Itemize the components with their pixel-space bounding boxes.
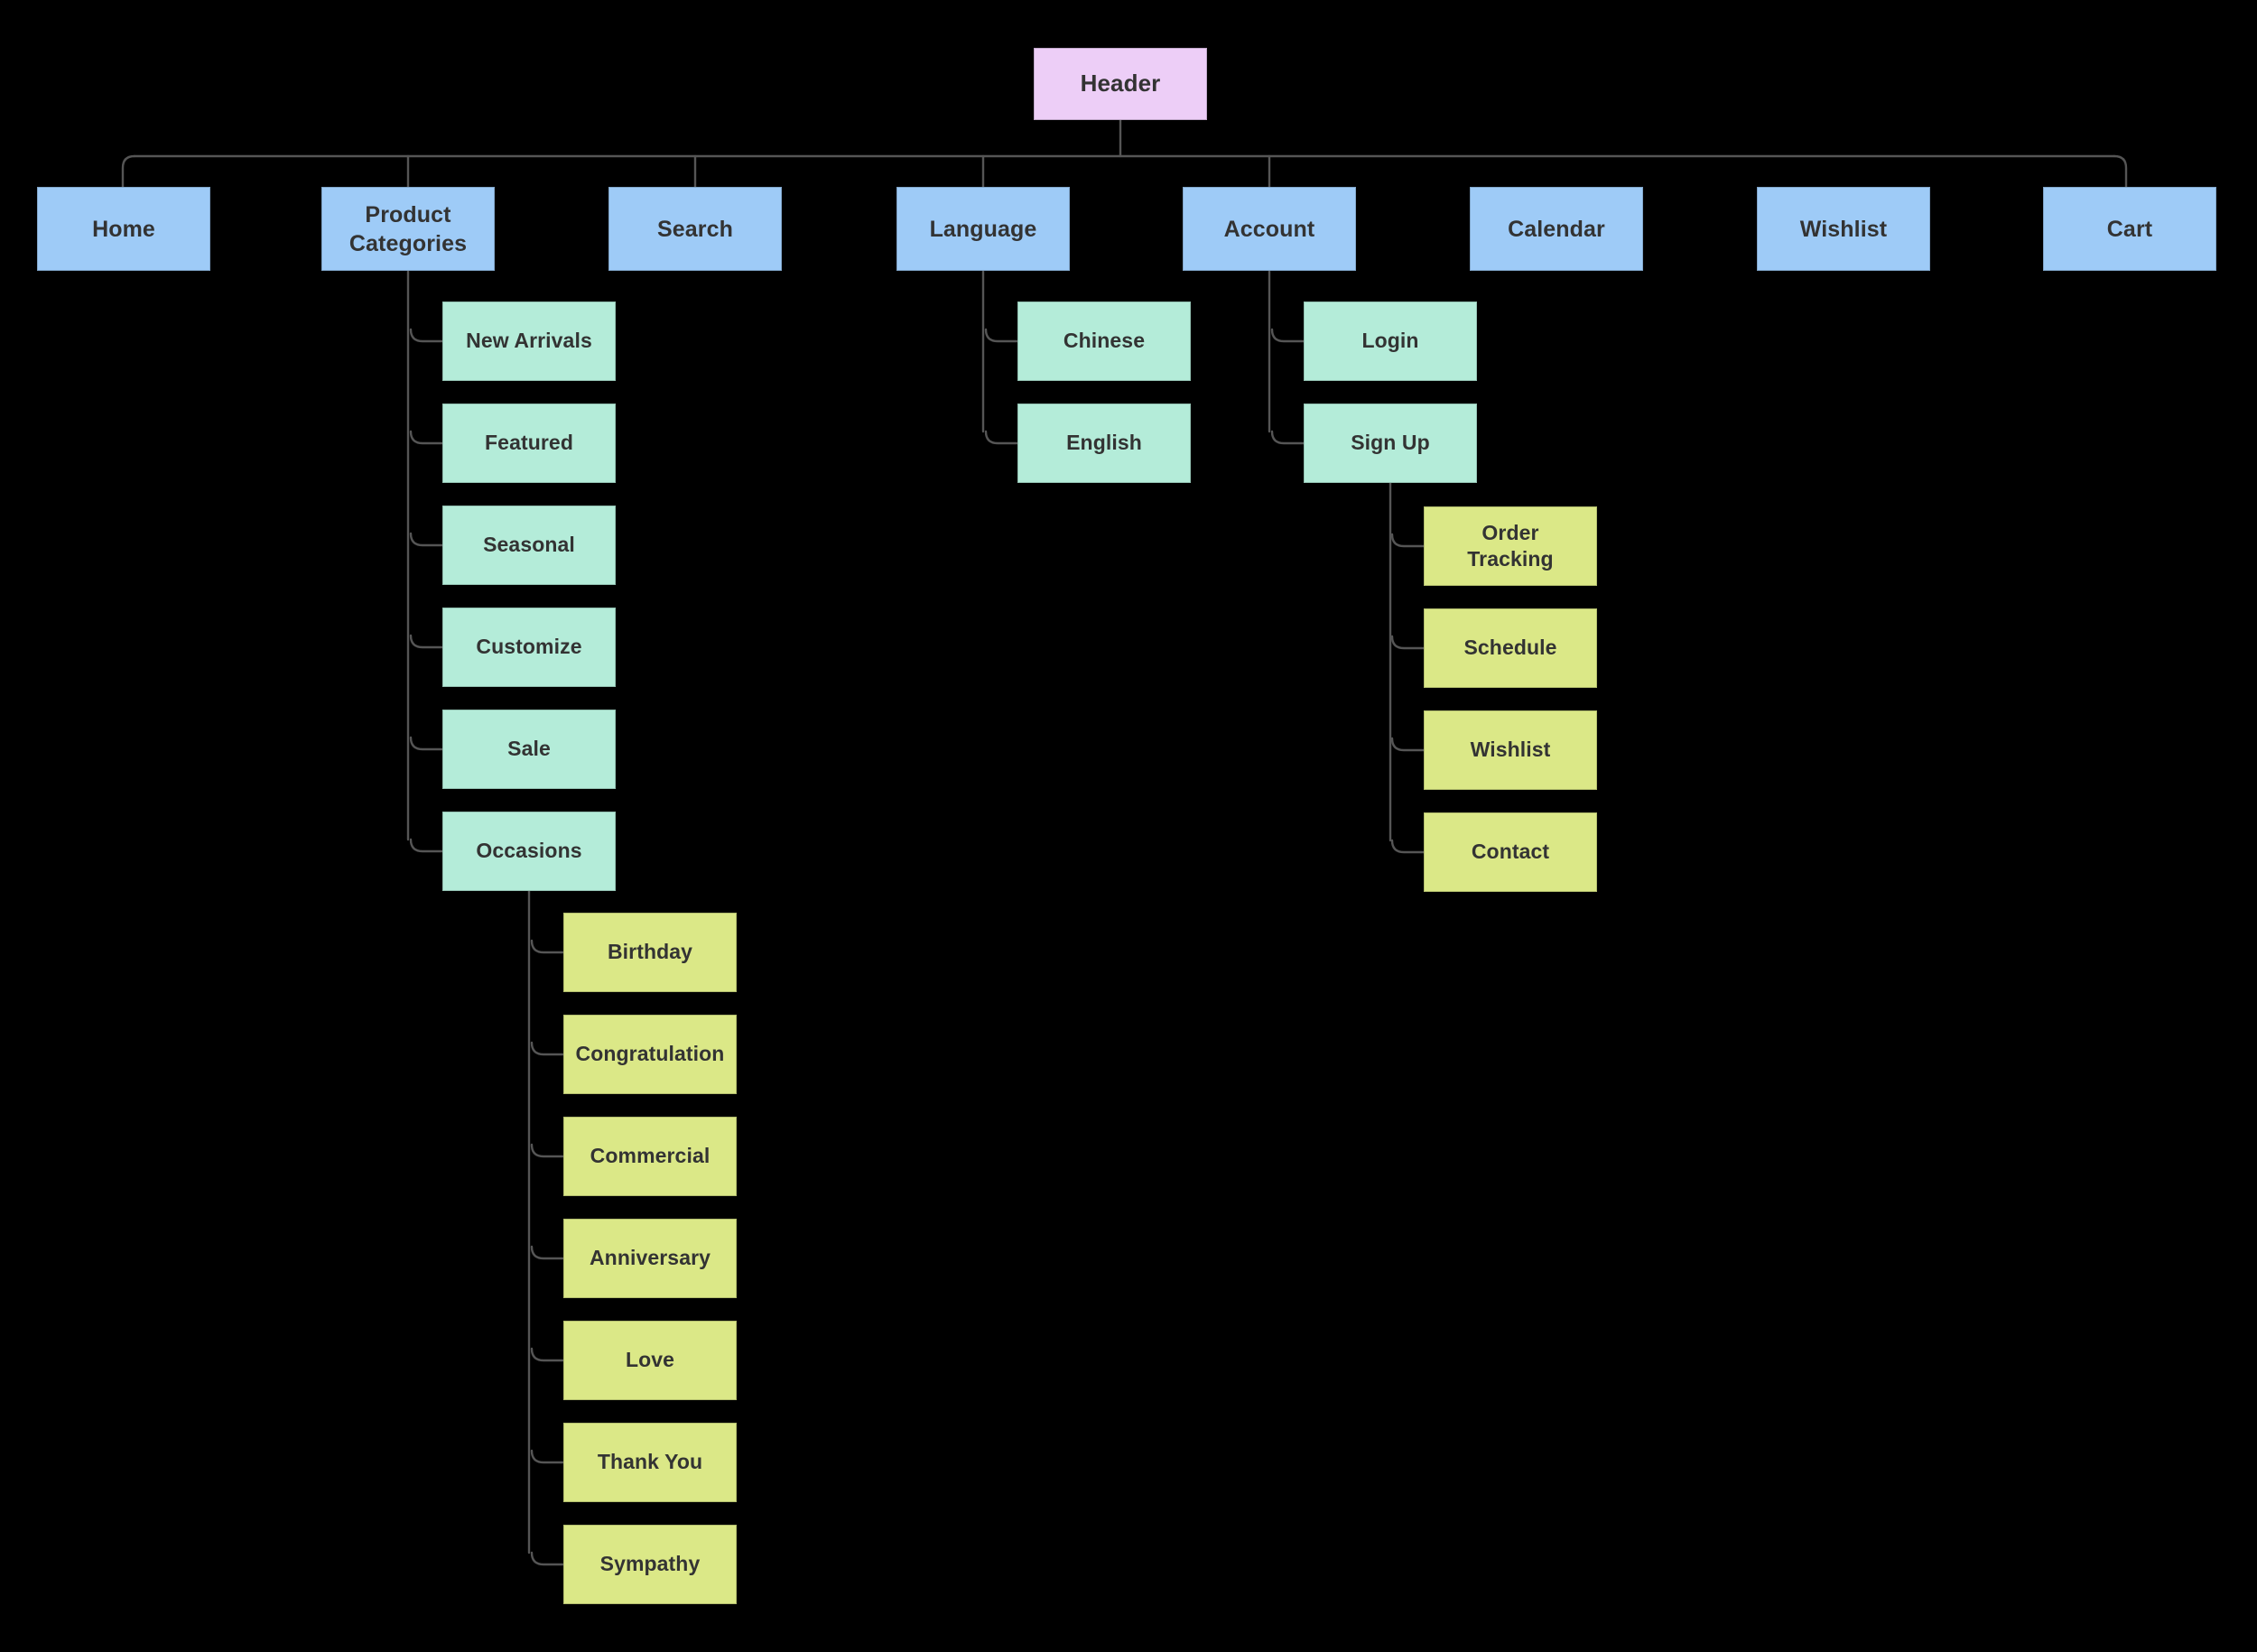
sitemap-node-label: Commercial — [590, 1144, 711, 1168]
sitemap-node-label: Love — [625, 1348, 675, 1372]
wire-elbow-signup-to — [1390, 533, 1426, 548]
wire-bus-left-cap — [121, 154, 136, 189]
sitemap-node-commercial[interactable]: Commercial — [563, 1117, 737, 1196]
wire-elbow-product-to — [409, 430, 444, 445]
sitemap-node-label: Login — [1361, 329, 1419, 353]
sitemap-node-label: Chinese — [1063, 329, 1146, 353]
wire-elbow-language-to — [984, 430, 1019, 445]
wire-elbow-signup-to — [1390, 839, 1426, 854]
sitemap-node-label: Occasions — [476, 839, 582, 863]
sitemap-node-label: Birthday — [607, 940, 693, 964]
sitemap-node-label: Anniversary — [589, 1246, 711, 1270]
sitemap-node-congratulation[interactable]: Congratulation — [563, 1015, 737, 1094]
sitemap-node-label: Account — [1223, 216, 1315, 242]
sitemap-node-search[interactable]: Search — [608, 187, 782, 271]
sitemap-node-label: Cart — [2106, 216, 2153, 242]
sitemap-node-anniversary[interactable]: Anniversary — [563, 1219, 737, 1298]
wire-elbow-occasions-to — [530, 1347, 565, 1362]
sitemap-node-label: New Arrivals — [466, 329, 592, 353]
wire-elbow-signup-to — [1390, 737, 1426, 752]
sitemap-node-label: Schedule — [1463, 636, 1557, 660]
sitemap-node-order_tracking[interactable]: Order Tracking — [1424, 506, 1597, 586]
sitemap-node-label: Customize — [476, 635, 582, 659]
sitemap-node-label: Header — [1080, 70, 1161, 97]
sitemap-node-english[interactable]: English — [1017, 404, 1191, 483]
sitemap-node-new_arrivals[interactable]: New Arrivals — [442, 302, 616, 381]
wire-elbow-account-to — [1270, 328, 1305, 343]
sitemap-node-featured[interactable]: Featured — [442, 404, 616, 483]
wire-elbow-occasions-to — [530, 1551, 565, 1566]
sitemap-node-label: Featured — [485, 431, 573, 455]
wire-elbow-occasions-to — [530, 1143, 565, 1158]
wire-bus-right-cap — [2113, 154, 2128, 189]
sitemap-node-seasonal[interactable]: Seasonal — [442, 506, 616, 585]
wire-elbow-product-to — [409, 532, 444, 547]
sitemap-node-label: Sign Up — [1351, 431, 1430, 455]
sitemap-node-chinese[interactable]: Chinese — [1017, 302, 1191, 381]
sitemap-node-label: Home — [92, 216, 155, 242]
sitemap-node-schedule[interactable]: Schedule — [1424, 608, 1597, 688]
sitemap-node-signup[interactable]: Sign Up — [1304, 404, 1477, 483]
wire-elbow-occasions-to — [530, 1245, 565, 1260]
sitemap-node-label: Wishlist — [1470, 738, 1551, 762]
sitemap-node-label: English — [1066, 431, 1142, 455]
sitemap-node-label: Sympathy — [599, 1552, 701, 1576]
sitemap-node-header[interactable]: Header — [1034, 48, 1207, 120]
wire-elbow-product-to — [409, 736, 444, 751]
sitemap-node-cart[interactable]: Cart — [2043, 187, 2216, 271]
wire-elbow-occasions-to — [530, 1041, 565, 1056]
sitemap-node-label: Congratulation — [575, 1042, 725, 1066]
sitemap-node-label: Contact — [1471, 840, 1550, 864]
wire-elbow-signup-to — [1390, 635, 1426, 650]
sitemap-node-language[interactable]: Language — [896, 187, 1070, 271]
sitemap-node-sympathy[interactable]: Sympathy — [563, 1525, 737, 1604]
sitemap-node-wishlist_acct[interactable]: Wishlist — [1424, 710, 1597, 790]
sitemap-node-label: Calendar — [1508, 216, 1605, 242]
sitemap-node-home[interactable]: Home — [37, 187, 210, 271]
sitemap-node-love[interactable]: Love — [563, 1321, 737, 1400]
sitemap-node-contact[interactable]: Contact — [1424, 812, 1597, 892]
sitemap-node-label: Search — [657, 216, 733, 242]
wire-elbow-product-to — [409, 838, 444, 853]
sitemap-node-label: Order Tracking — [1467, 520, 1554, 571]
sitemap-node-customize[interactable]: Customize — [442, 608, 616, 687]
sitemap-node-product[interactable]: Product Categories — [321, 187, 495, 271]
sitemap-node-label: Sale — [507, 737, 551, 761]
sitemap-node-label: Wishlist — [1799, 216, 1888, 242]
wire-elbow-occasions-to — [530, 939, 565, 954]
sitemap-node-birthday[interactable]: Birthday — [563, 913, 737, 992]
sitemap-node-label: Thank You — [597, 1450, 703, 1474]
sitemap-node-thank_you[interactable]: Thank You — [563, 1423, 737, 1502]
sitemap-node-calendar[interactable]: Calendar — [1470, 187, 1643, 271]
sitemap-node-login[interactable]: Login — [1304, 302, 1477, 381]
sitemap-node-label: Seasonal — [483, 533, 575, 557]
sitemap-node-occasions[interactable]: Occasions — [442, 812, 616, 891]
sitemap-node-wishlist_nav[interactable]: Wishlist — [1757, 187, 1930, 271]
sitemap-node-sale[interactable]: Sale — [442, 710, 616, 789]
wire-elbow-occasions-to — [530, 1449, 565, 1464]
wire-elbow-product-to — [409, 634, 444, 649]
sitemap-node-label: Language — [929, 216, 1037, 242]
sitemap-node-label: Product Categories — [348, 201, 468, 256]
wire-elbow-account-to — [1270, 430, 1305, 445]
sitemap-node-account[interactable]: Account — [1183, 187, 1356, 271]
wire-elbow-product-to — [409, 328, 444, 343]
wire-elbow-language-to — [984, 328, 1019, 343]
